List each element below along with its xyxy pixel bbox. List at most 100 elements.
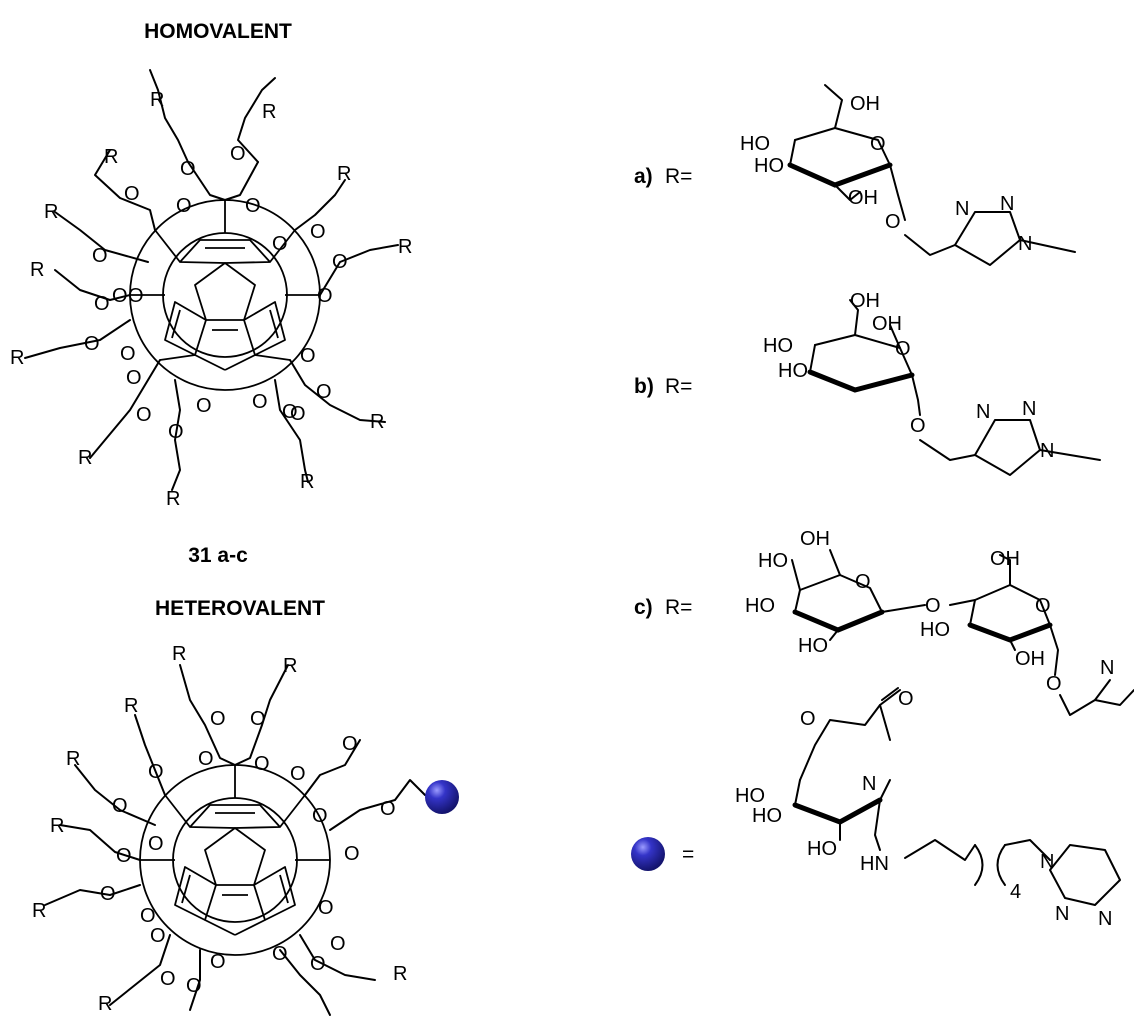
o-label: O [245, 195, 261, 217]
o-label: O [92, 245, 108, 267]
substituent-b: b) R= OH OH O HO HO O N N N [634, 290, 1101, 476]
n-label: N [1000, 193, 1014, 215]
o-label: O [168, 421, 184, 443]
ho-label: HO [758, 550, 788, 572]
o-label: O [380, 798, 396, 820]
o-label: O [272, 943, 288, 965]
o-label: O [126, 367, 142, 389]
o-label: O [210, 708, 226, 730]
o-label: O [254, 753, 270, 775]
repeat-count: 4 [1010, 881, 1021, 903]
oh-label: OH [848, 187, 878, 209]
carbonyl-o-label: O [898, 688, 914, 710]
ring-o-label: O [800, 708, 816, 730]
blue-sphere-marker [425, 780, 459, 814]
o-label: O [290, 403, 306, 425]
ho-label: HO [752, 805, 782, 827]
r-label: R [150, 89, 164, 111]
n-label: N [1040, 851, 1054, 873]
o-label: O [885, 211, 901, 233]
ho-label: HO [798, 635, 828, 657]
ring-o-label: O [855, 571, 871, 593]
fullerene-cage-top [129, 199, 321, 391]
ho-label: HO [754, 155, 784, 177]
o-label: O [112, 795, 128, 817]
heterovalent-heading: HETEROVALENT [155, 597, 325, 620]
oh-label: OH [1015, 648, 1045, 670]
n-label: N [1055, 903, 1069, 925]
o-label: O [210, 951, 226, 973]
r-label: R [337, 163, 351, 185]
o-label: O [176, 195, 192, 217]
o-label: O [318, 897, 334, 919]
o-label: O [128, 285, 144, 307]
r-label: R [10, 347, 24, 369]
o-label: O [252, 391, 268, 413]
o-label: O [332, 251, 348, 273]
o-label: O [282, 401, 298, 423]
sphere-equals: = [682, 843, 694, 866]
ring-o-label: O [870, 133, 886, 155]
r-label: R [172, 643, 186, 665]
oh-label: OH [850, 93, 880, 115]
homovalent-atom-labels: R R R R R R R R R R R R O O O O O O O O … [10, 89, 412, 510]
n-label: N [1040, 440, 1054, 462]
n-label: N [1018, 233, 1032, 255]
o-label: O [250, 708, 266, 730]
o-label: O [94, 293, 110, 315]
heterovalent-fullerene: R R R R R R R R O O O O O O O O O O O O … [32, 643, 459, 1016]
homovalent-fullerene: R R R R R R R R R R R R O O O O O O O O … [10, 69, 412, 510]
r-label: R [166, 488, 180, 510]
n-label: N [1098, 908, 1112, 930]
r-label: R [124, 695, 138, 717]
oh-label: OH [800, 528, 830, 550]
o-label: O [344, 843, 360, 865]
r-label: R [393, 963, 407, 985]
compound-label: 31 a-c [188, 544, 248, 567]
o-label: O [290, 763, 306, 785]
oh-label: OH [850, 290, 880, 312]
ring-o-label: O [1035, 595, 1051, 617]
glycosidic-o-label: O [925, 595, 941, 617]
ho-label: HO [745, 595, 775, 617]
o-label: O [196, 395, 212, 417]
o-label: O [910, 415, 926, 437]
o-label: O [316, 381, 332, 403]
o-label: O [160, 968, 176, 990]
o-label: O [300, 345, 316, 367]
r-label: R [370, 411, 384, 433]
o-label: O [330, 933, 346, 955]
n-label: N [1100, 657, 1114, 679]
r-label: R [32, 900, 46, 922]
r-label: R [398, 236, 412, 258]
o-label: O [120, 343, 136, 365]
key-c: c) [634, 596, 653, 619]
o-label: O [136, 404, 152, 426]
substituent-c: c) R= HO OH O HO HO O OH O HO OH O N [634, 528, 1134, 716]
r-label: R [66, 748, 80, 770]
o-label: O [230, 143, 246, 165]
o-label: O [198, 748, 214, 770]
r-label: R [104, 146, 118, 168]
n-label: N [976, 401, 990, 423]
heterovalent-atom-labels: R R R R R R R R O O O O O O O O O O O O … [32, 643, 407, 1015]
o-label: O [148, 761, 164, 783]
o-label: O [317, 285, 333, 307]
ring-o-label: O [895, 338, 911, 360]
r-equals-b: R= [665, 375, 692, 398]
n-label: N [1022, 398, 1036, 420]
substituent-a: a) R= OH O HO HO OH O N N N [634, 84, 1076, 266]
o-label: O [112, 285, 128, 307]
key-a: a) [634, 165, 653, 188]
r-label: R [44, 201, 58, 223]
o-label: O [150, 925, 166, 947]
o-label: O [312, 805, 328, 827]
r-label: R [50, 815, 64, 837]
o-label: O [180, 158, 196, 180]
oh-label: OH [872, 313, 902, 335]
n-label: N [862, 773, 876, 795]
oh-label: OH [990, 548, 1020, 570]
o-label: O [272, 233, 288, 255]
r-label: R [283, 655, 297, 677]
